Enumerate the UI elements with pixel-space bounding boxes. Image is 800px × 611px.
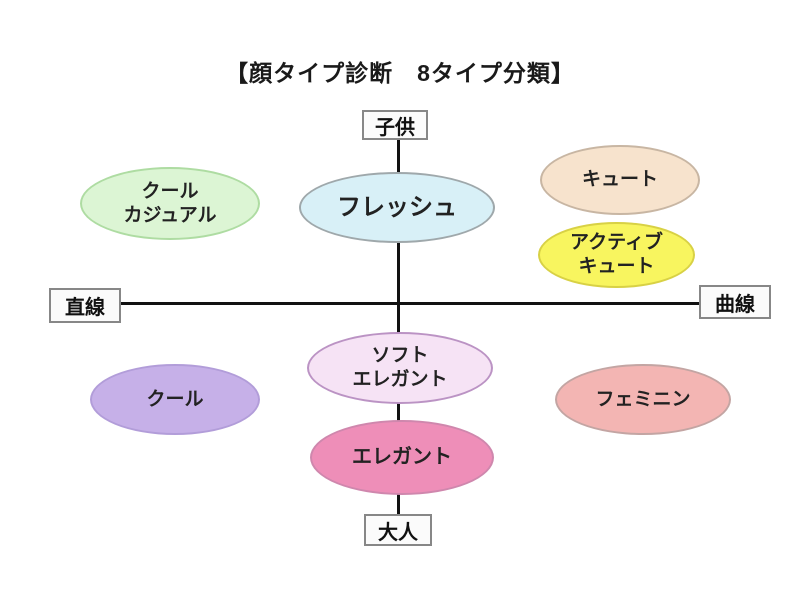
node-cute-label: キュート <box>581 169 658 191</box>
node-elegant-label: エレガント <box>352 446 452 468</box>
node-soft-elegant: ソフト エレガント <box>307 332 493 404</box>
axis-label-straight: 直線 <box>49 288 121 323</box>
node-fresh: フレッシュ <box>299 172 495 243</box>
vertical-axis-line <box>397 138 400 516</box>
node-feminine: フェミニン <box>555 364 731 435</box>
axis-label-child-text: 子供 <box>375 116 415 139</box>
node-active-cute: アクティブ キュート <box>538 222 695 288</box>
node-cool: クール <box>90 364 260 435</box>
node-cool-label: クール <box>146 388 204 410</box>
node-fresh-label: フレッシュ <box>337 193 457 221</box>
node-active-cute-label: アクティブ キュート <box>570 232 663 277</box>
axis-label-adult-text: 大人 <box>378 521 418 544</box>
node-cool-casual: クール カジュアル <box>80 167 260 240</box>
node-cute: キュート <box>540 145 700 215</box>
horizontal-axis-line <box>118 302 700 305</box>
node-elegant: エレガント <box>310 420 494 495</box>
axis-label-curved: 曲線 <box>699 285 771 319</box>
axis-label-adult: 大人 <box>364 514 432 546</box>
diagram-title: 【顔タイプ診断 8タイプ分類】 <box>225 60 575 86</box>
node-soft-elegant-label: ソフト エレガント <box>352 345 448 390</box>
node-feminine-label: フェミニン <box>595 388 691 410</box>
axis-label-curved-text: 曲線 <box>715 293 755 316</box>
axis-label-straight-text: 直線 <box>65 297 105 319</box>
axis-label-child: 子供 <box>362 110 428 140</box>
node-cool-casual-label: クール カジュアル <box>123 180 217 226</box>
